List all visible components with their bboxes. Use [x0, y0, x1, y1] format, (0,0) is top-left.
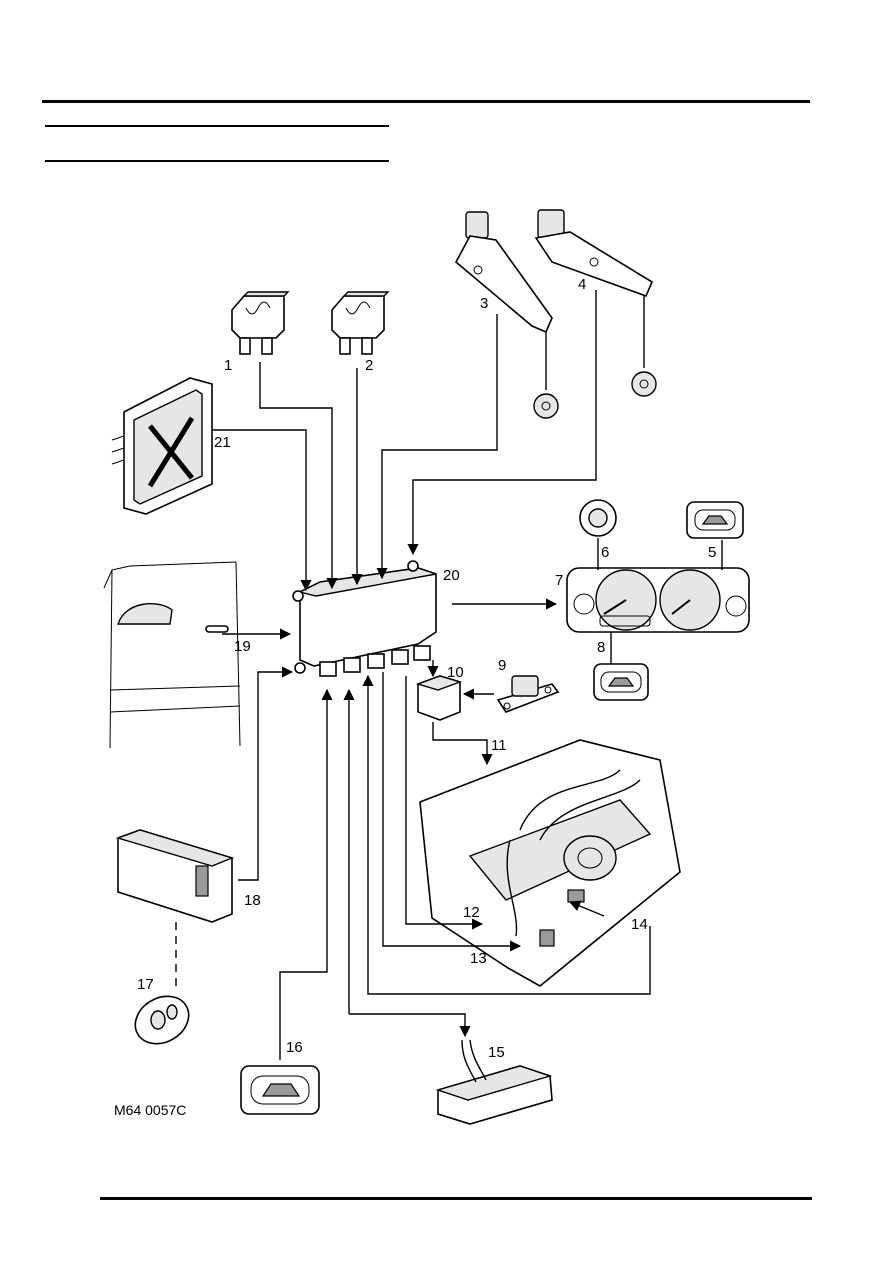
callout-6: 6 — [601, 544, 609, 561]
callout-19: 19 — [234, 638, 251, 655]
callout-8: 8 — [597, 639, 605, 656]
speaker-icon — [579, 499, 617, 537]
callout-5: 5 — [708, 544, 716, 561]
height-sensor-icon — [454, 211, 559, 419]
callout-7: 7 — [555, 572, 563, 589]
relay-icon — [496, 675, 560, 713]
diagnostic-connector-icon — [435, 1039, 553, 1125]
relay-icon — [415, 675, 463, 721]
callout-12: 12 — [463, 904, 480, 921]
header-rule-title-top — [45, 125, 389, 127]
callout-11: 11 — [491, 737, 507, 754]
connection-lines — [175, 290, 723, 1060]
ecu-module-icon — [111, 377, 213, 515]
callout-16: 16 — [286, 1039, 303, 1056]
callout-4: 4 — [578, 276, 586, 293]
air-compressor-icon — [419, 739, 681, 987]
control-unit-icon — [292, 560, 437, 677]
vehicle-switch-icon — [593, 663, 649, 701]
callout-labels: 1 2 3 4 5 6 7 8 9 10 11 12 13 14 15 16 1… — [137, 276, 716, 1061]
callout-20: 20 — [443, 567, 460, 584]
callout-18: 18 — [244, 892, 261, 909]
callout-13: 13 — [470, 950, 487, 967]
callout-15: 15 — [488, 1044, 505, 1061]
callout-2: 2 — [365, 357, 373, 374]
fuse-icon — [331, 291, 390, 355]
callout-10: 10 — [447, 664, 464, 681]
fuse-icon — [231, 291, 290, 355]
callout-14: 14 — [631, 916, 648, 933]
instrument-pack-icon — [566, 567, 750, 633]
callout-9: 9 — [498, 657, 506, 674]
control-unit-icon — [115, 829, 235, 923]
callout-1: 1 — [224, 357, 232, 374]
vehicle-switch-icon — [240, 1065, 320, 1115]
callout-17: 17 — [137, 976, 154, 993]
remote-key-fob-icon — [134, 995, 190, 1045]
figure-code: M64 0057C — [114, 1102, 187, 1118]
vehicle-door-icon — [103, 561, 241, 749]
callout-21: 21 — [214, 434, 231, 451]
height-sensor-icon — [534, 209, 657, 397]
header-rule-top — [42, 100, 810, 103]
footer-rule — [100, 1197, 812, 1200]
vehicle-switch-icon — [686, 501, 744, 539]
callout-3: 3 — [480, 295, 488, 312]
header-rule-title-bottom — [45, 160, 389, 162]
